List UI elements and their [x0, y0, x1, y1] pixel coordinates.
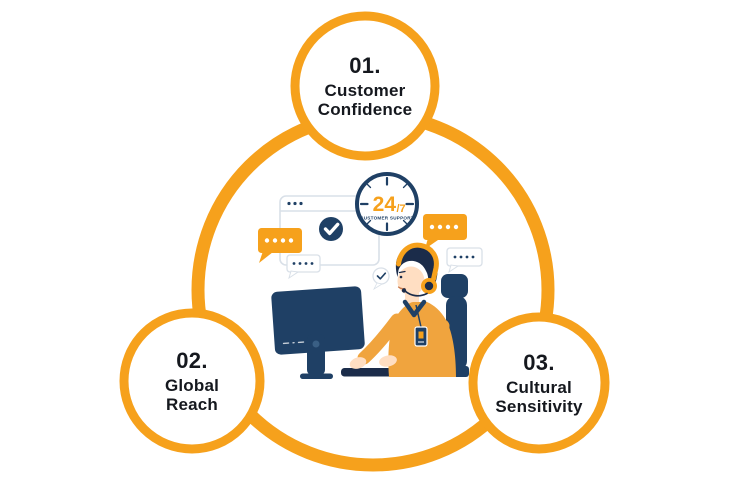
check-bubble-icon [372, 267, 390, 291]
node-global-reach: 02. Global Reach [119, 308, 265, 454]
node-01-circle [290, 11, 440, 161]
agent-right-hand [379, 355, 397, 367]
support-illustration: 24 /7 CUSTOMER SUPPORT [258, 172, 483, 379]
agent-hair [395, 247, 438, 292]
node-03-circle [468, 312, 610, 454]
clock-caption: CUSTOMER SUPPORT [360, 216, 414, 221]
agent-right-arm [401, 319, 450, 368]
agent-face [397, 266, 425, 296]
chat-bubble-orange-right-icon [423, 214, 467, 249]
mic-tip [401, 288, 407, 293]
agent-id-badge [414, 304, 428, 347]
node-03-number: 03. [523, 350, 554, 375]
node-01-label-line1: Customer [325, 81, 406, 100]
node-customer-confidence: 01. Customer Confidence [290, 11, 440, 161]
agent-left-arm [357, 313, 404, 365]
node-03-label-line1: Cultural [506, 378, 572, 397]
clock-24-7-icon: 24 /7 CUSTOMER SUPPORT [355, 172, 419, 236]
support-agent [349, 242, 456, 377]
monitor-stand [307, 334, 325, 375]
node-01-number: 01. [349, 53, 380, 78]
node-01-label-line2: Confidence [318, 100, 413, 119]
chat-bubble-white-left-icon [286, 254, 321, 280]
window-control-dots-icon [287, 201, 303, 206]
keyboard [341, 368, 393, 377]
agent-left-hand [349, 357, 367, 369]
agent-collar [402, 299, 427, 318]
check-circle-icon [319, 217, 343, 241]
monitor [271, 286, 365, 379]
node-03-label-line2: Sensitivity [495, 397, 583, 416]
node-02-label-line2: Reach [166, 395, 218, 414]
chat-bubble-orange-left-icon [258, 228, 302, 263]
node-02-circle [119, 308, 265, 454]
monitor-base [300, 373, 333, 379]
node-cultural-sensitivity: 03. Cultural Sensitivity [468, 312, 610, 454]
chat-bubble-white-right-icon [446, 247, 483, 274]
headset-icon [396, 242, 439, 297]
clock-per: /7 [397, 203, 406, 215]
node-02-label-line1: Global [165, 376, 219, 395]
clock-hours: 24 [373, 193, 397, 216]
node-02-number: 02. [176, 348, 207, 373]
